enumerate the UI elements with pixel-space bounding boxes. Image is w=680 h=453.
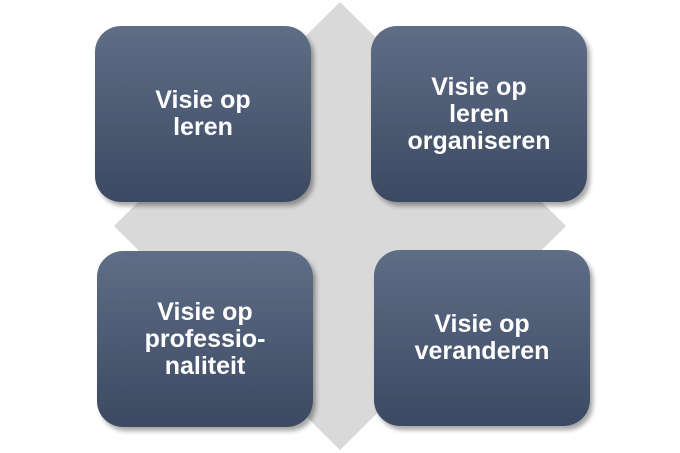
- quadrant-box-leren: Visie op leren: [95, 26, 311, 202]
- quadrant-box-veranderen: Visie op veranderen: [374, 250, 590, 426]
- quadrant-label-professionaliteit: Visie op professio- naliteit: [144, 297, 266, 380]
- quadrant-label-veranderen: Visie op veranderen: [414, 310, 550, 365]
- quadrant-label-leren-organiseren: Visie op leren organiseren: [407, 72, 551, 155]
- quadrant-label-leren: Visie op leren: [155, 86, 251, 141]
- quadrant-box-professionaliteit: Visie op professio- naliteit: [97, 251, 313, 427]
- quadrant-box-leren-organiseren: Visie op leren organiseren: [371, 26, 587, 202]
